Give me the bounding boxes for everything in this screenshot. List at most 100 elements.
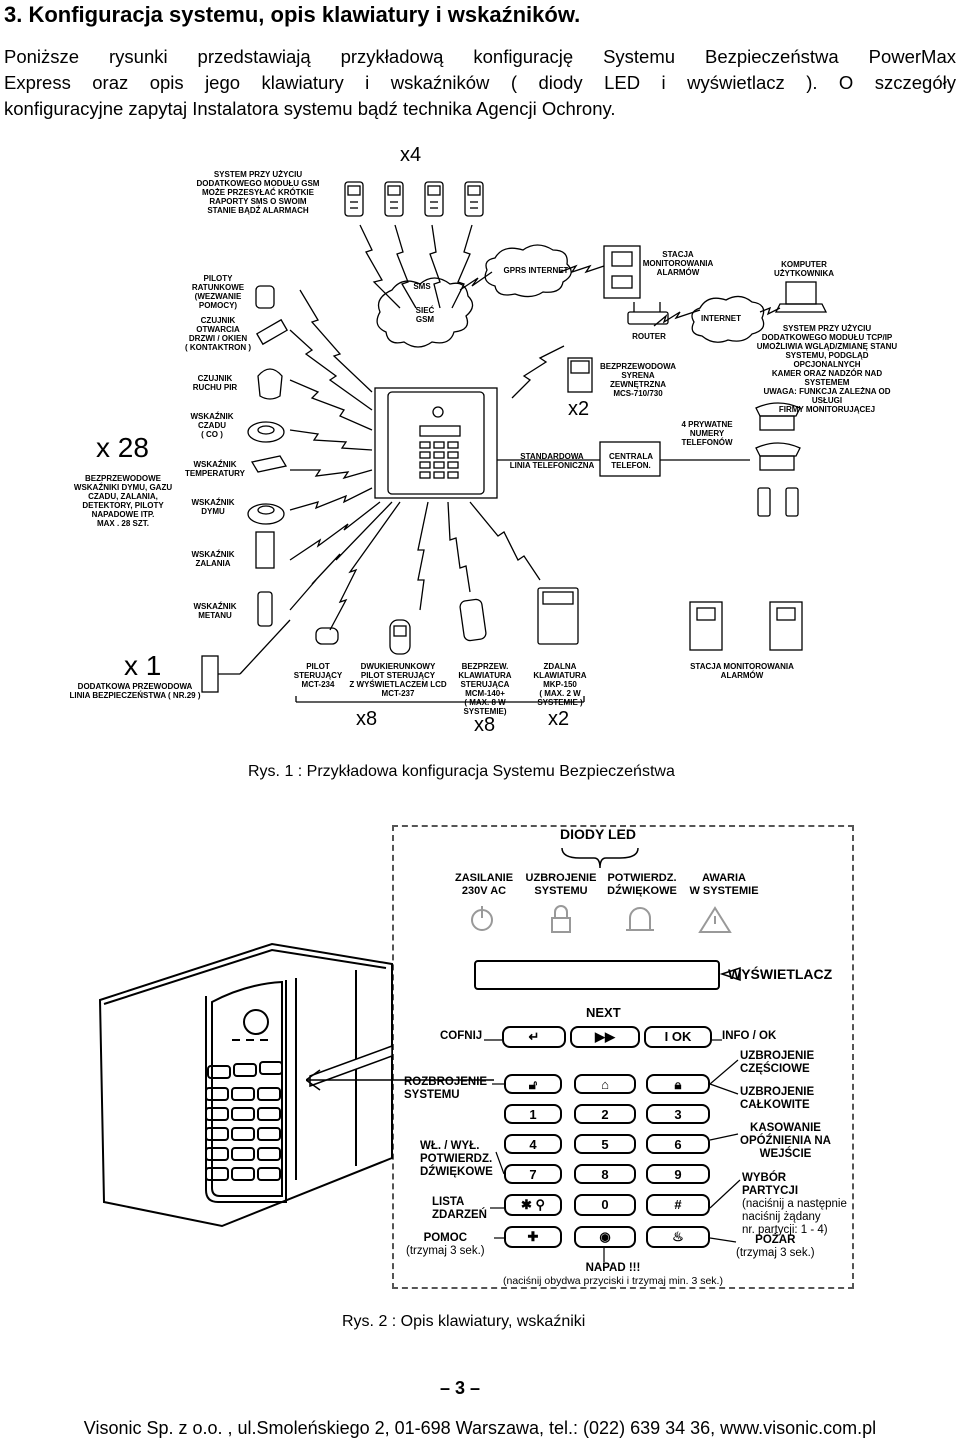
key-5[interactable]: 5 (574, 1134, 636, 1154)
methane-label: WSKAŹNIK METANU (182, 602, 248, 620)
arrow-left-icon (720, 966, 741, 982)
back-label: COFNIJ (440, 1030, 483, 1042)
text-line: RAPORTY SMS O SWOIM (209, 197, 307, 206)
text-line: MCT-237 (381, 689, 415, 698)
figure-1-caption: Rys. 1 : Przykładowa konfiguracja System… (248, 763, 675, 780)
fire-key[interactable]: ♨ (646, 1226, 710, 1248)
led-confirm-label: POTWIERDZ.DŹWIĘKOWE (600, 872, 684, 898)
text-line: PILOT (306, 662, 330, 671)
text-line: DYMU (201, 507, 225, 516)
lock-icon (551, 905, 571, 933)
text-line: METANU (198, 611, 232, 620)
key-3[interactable]: 3 (646, 1104, 710, 1124)
multiplier-x2-keypad: x2 (548, 708, 570, 730)
text-line: Z WYŚWIETLACZEM LCD (349, 680, 447, 689)
mkp150-label: ZDALNA KLAWIATURA MKP-150 ( MAX. 2 W SYS… (528, 662, 592, 707)
text-line: DODATKOWEGO MODUŁU TCP/IP (761, 333, 893, 342)
text-line: NUMERY (689, 429, 725, 438)
gsm-phone-icon (344, 181, 364, 217)
text-line: PILOT STERUJĄCY (360, 671, 436, 680)
phone-line-label: STANDARDOWA LINIA TELEFONICZNA (504, 452, 600, 470)
central-label: CENTRALA TELEFON. (604, 452, 658, 470)
mcm140-label: BEZPRZEW. KLAWIATURA STERUJĄCA MCM-140+ … (450, 662, 520, 716)
key-1[interactable]: 1 (504, 1104, 562, 1124)
text-line: (naciśnij a następnie (742, 1198, 847, 1210)
text-line: UŻYTKOWNIKA (774, 269, 834, 278)
chime-label: WŁ. / WYŁ.POTWIERDZ.DŹWIĘKOWE (420, 1140, 493, 1179)
telephone-icon (755, 442, 801, 471)
mobile-phone-icon (757, 487, 799, 517)
text-line: KLAWIATURA (533, 671, 587, 680)
key-0[interactable]: 0 (574, 1194, 636, 1216)
text-line: ALARMÓW (656, 268, 700, 277)
text-line: ( KONTAKTRON ) (184, 343, 252, 352)
text-line: MAX . 28 SZT. (96, 519, 149, 528)
text-line: ALARMÓW (720, 671, 764, 680)
flood-label: WSKAŹNIK ZALANIA (180, 550, 246, 568)
temperature-label: WSKAŹNIK TEMPERATURY (180, 460, 250, 478)
leds-title: DIODY LED (560, 826, 636, 842)
text-line: SIEĆ (415, 306, 435, 315)
ok-key[interactable]: I OK (644, 1026, 712, 1048)
text-line: NAPAD !!! (585, 1262, 641, 1274)
text-line: ZDARZEŃ (432, 1209, 487, 1221)
wireless-note: BEZPRZEWODOWE WSKAŹNIKI DYMU, GAZU CZADU… (64, 474, 182, 528)
text-line: AWARIA (702, 872, 746, 884)
text-line: BEZPRZEW. (461, 662, 509, 671)
text-line: 230V AC (461, 885, 507, 897)
text-line: naciśnij żądany (742, 1211, 821, 1223)
key-7[interactable]: 7 (504, 1164, 562, 1184)
text-line: BEZPRZEWODOWA (600, 362, 676, 371)
text-line: LINIA TELEFONICZNA (509, 461, 595, 470)
star-key[interactable]: ✱ ⚲ (504, 1194, 562, 1216)
back-key[interactable]: ↵ (502, 1026, 566, 1048)
home-key[interactable]: ⌂ (574, 1074, 636, 1094)
text-line: W SYSTEMIE (689, 885, 759, 897)
next-label: NEXT (586, 1005, 621, 1020)
text-line: WSKAŹNIK (190, 412, 234, 421)
hash-key[interactable]: # (646, 1194, 710, 1216)
tcp-note: SYSTEM PRZY UŻYCIU DODATKOWEGO MODUŁU TC… (752, 324, 902, 414)
key-2[interactable]: 2 (574, 1104, 636, 1124)
text-line: WSKAŹNIKI DYMU, GAZU (73, 483, 173, 492)
text-line: UZBROJENIE (740, 1086, 815, 1098)
text-line: CZUJNIK (197, 374, 233, 383)
key-9[interactable]: 9 (646, 1164, 710, 1184)
next-key[interactable]: ▶▶ (570, 1026, 640, 1048)
text-line: 4 PRYWATNE (681, 420, 733, 429)
multiplier-x2-siren: x2 (568, 398, 590, 420)
text-line: KAMER ORAZ NADZÓR NAD SYSTEMEM (771, 369, 883, 387)
text-line: SYSTEMIE) (463, 707, 507, 716)
text-line: POMOCY) (198, 301, 238, 310)
key-6[interactable]: 6 (646, 1134, 710, 1154)
key-4[interactable]: 4 (504, 1134, 562, 1154)
co-label: WSKAŹNIK CZADU ( CO ) (180, 412, 244, 439)
text-line: ZEWNĘTRZNA (610, 380, 666, 389)
multiplier-x1: x 1 (124, 650, 162, 681)
text-line: TEMPERATURY (185, 469, 245, 478)
key-8[interactable]: 8 (574, 1164, 636, 1184)
away-key[interactable]: 🔒︎ (646, 1074, 710, 1094)
text-line: POŻAR (755, 1234, 796, 1246)
page-number-dash-left: – (440, 1378, 456, 1398)
page-number-dash-right: – (465, 1378, 481, 1398)
multiplier-x8-keypad: x8 (474, 714, 496, 736)
station-bottom-label: STACJA MONITOROWANIA ALARMÓW (680, 662, 804, 680)
mct237-label: DWUKIERUNKOWY PILOT STERUJĄCY Z WYŚWIETL… (346, 662, 450, 698)
text-line: SYSTEMU (534, 885, 588, 897)
help-key[interactable]: ✚ (504, 1226, 562, 1248)
intro-line-3: konfiguracyjne zapytaj Instalatora syste… (4, 98, 616, 119)
pilots-label: PILOTY RATUNKOWE (WEZWANIE POMOCY) (182, 274, 254, 310)
text-line: CZĘŚCIOWE (740, 1063, 810, 1075)
disarm-key[interactable]: 🔓︎ (504, 1074, 562, 1094)
panic-key[interactable]: ◉ (574, 1226, 636, 1248)
text-line: STERUJĄCY (293, 671, 343, 680)
text-line: KLAWIATURA (458, 671, 512, 680)
text-line: FIRMY MONITORUJĄCEJ (778, 405, 876, 414)
text-line: UWAGA: FUNKCJA ZALEŻNA OD USŁUGI (763, 387, 891, 405)
text-line: DŹWIĘKOWE (420, 1166, 493, 1178)
text-line: STACJA MONITOROWANIA (690, 662, 794, 671)
